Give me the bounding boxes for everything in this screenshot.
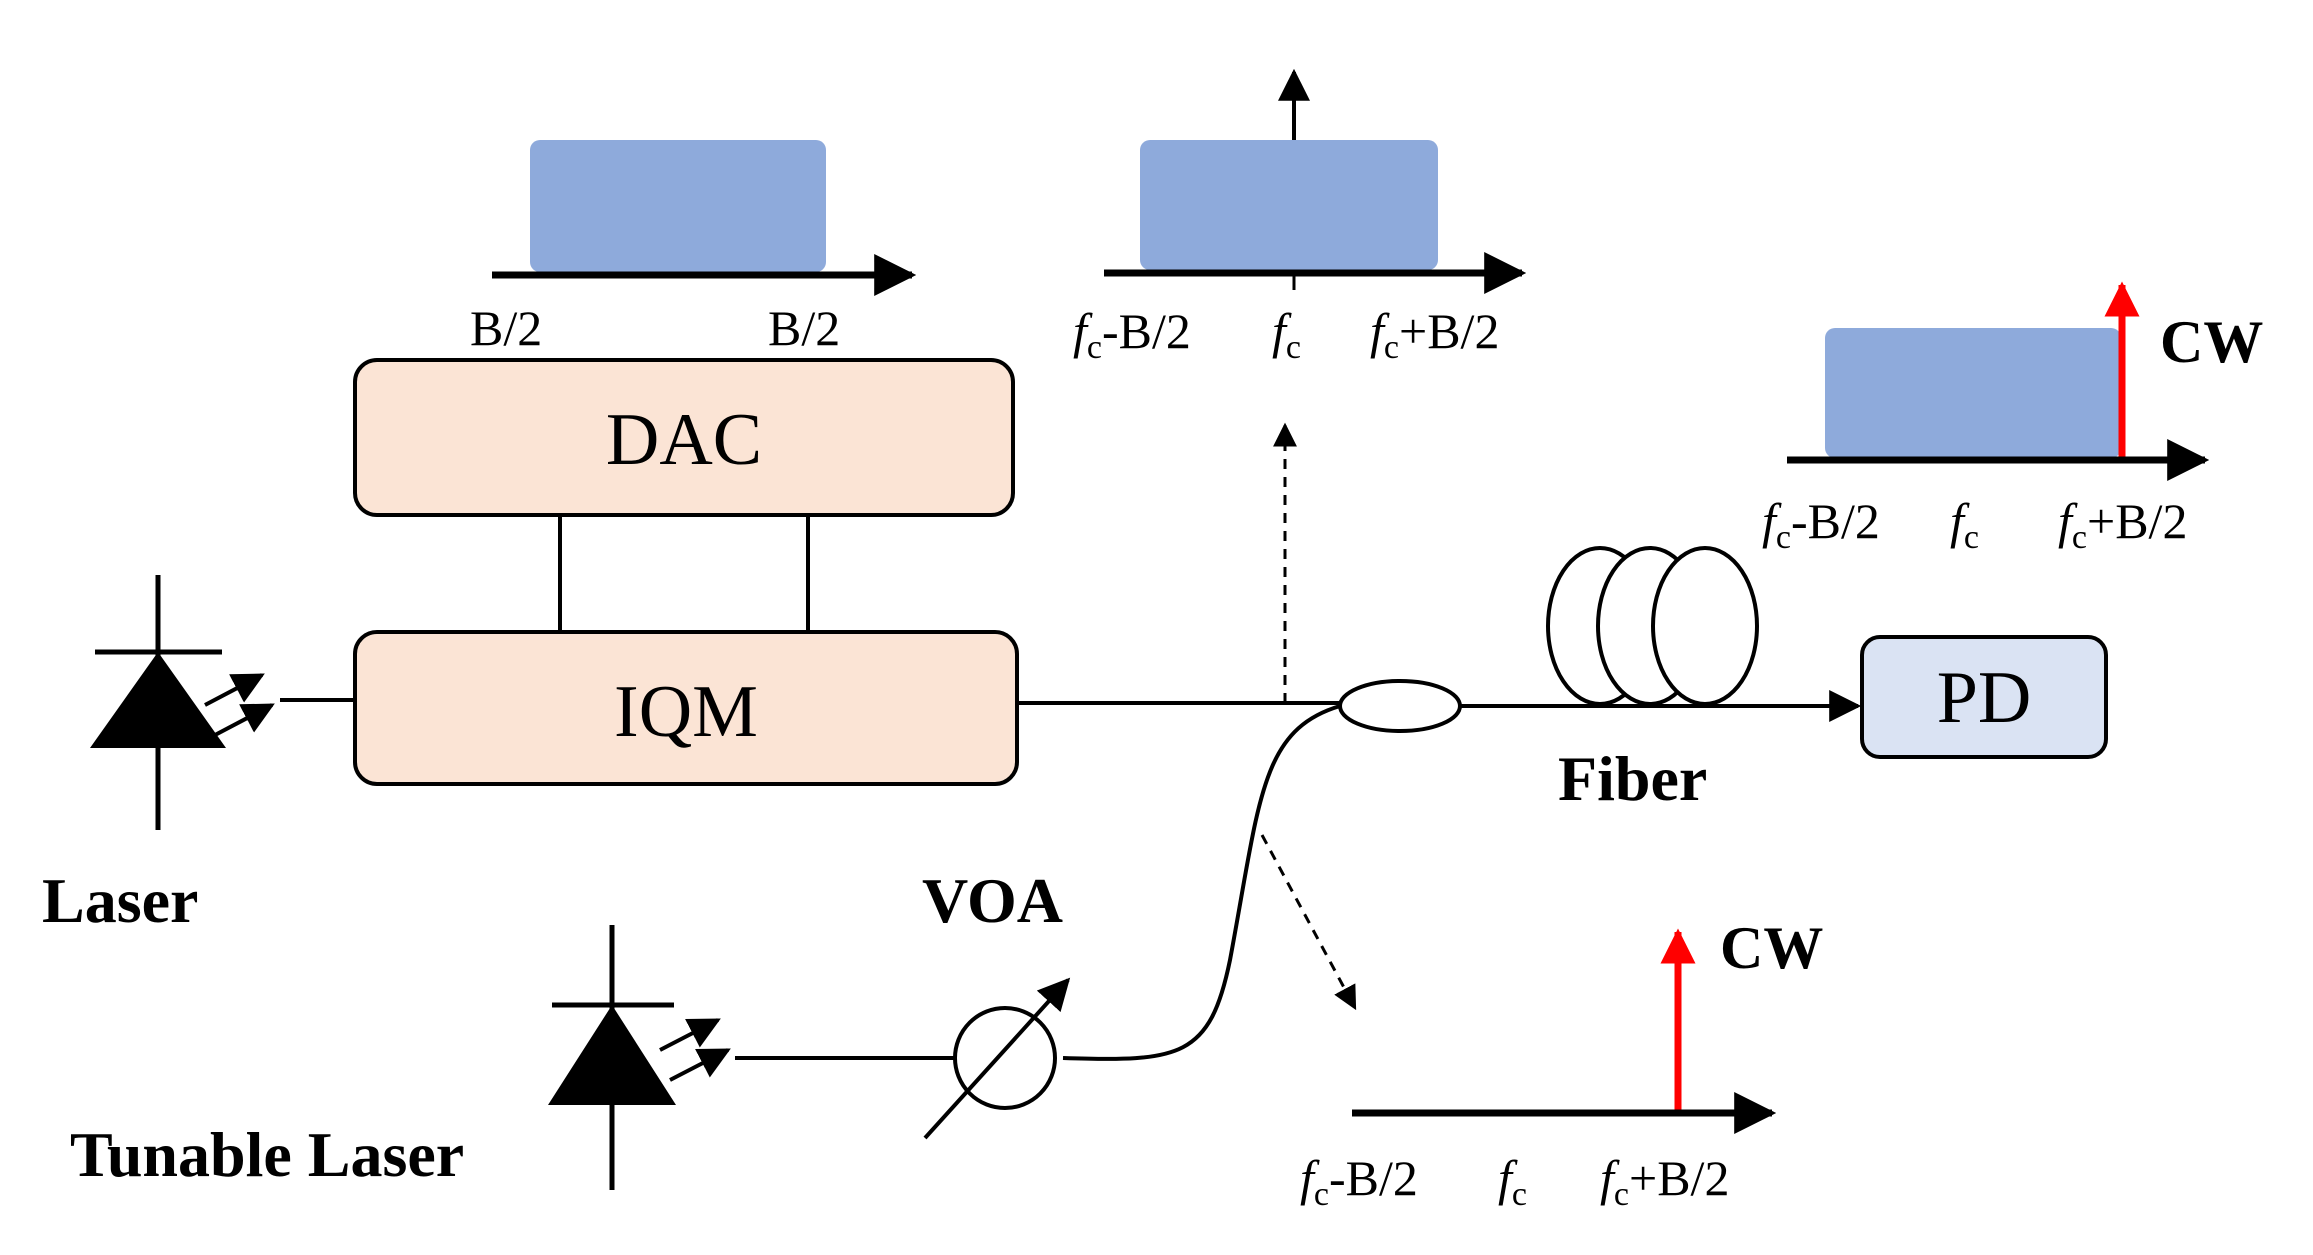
cw-tick-low: fc-B/2 [1300,1150,1418,1213]
received-spectrum: CW fc-B/2 fc fc+B/2 [1762,281,2263,556]
dac-label: DAC [606,399,762,481]
received-spectrum-block [1825,328,2121,458]
voa-label: VOA [922,865,1063,936]
modulated-tick-high: fc+B/2 [1370,303,1499,366]
laser-diode-icon [90,575,275,830]
cw-spectrum-label: CW [1720,915,1823,981]
cw-spectrum: CW fc-B/2 fc fc+B/2 [1300,915,1823,1213]
cw-tick-center: fc [1498,1150,1527,1213]
received-tick-high: fc+B/2 [2058,493,2187,556]
cw-tap-dashed-arrow [1260,834,1357,1011]
tunable-laser-diode-icon [548,925,731,1190]
dac-block [353,358,1015,517]
pd-label: PD [1937,657,2032,739]
cw-tick-high: fc+B/2 [1600,1150,1729,1213]
modulated-spectrum-block [1140,140,1438,270]
baseband-spectrum: B/2 B/2 [470,140,917,356]
iqm-label: IQM [614,671,758,753]
pd-block [1860,635,2108,759]
variable-attenuator-icon [923,977,1071,1140]
modulated-tick-low: fc-B/2 [1073,303,1191,366]
received-tick-center: fc [1950,493,1979,556]
baseband-spectrum-block [530,140,826,272]
received-tick-low: fc-B/2 [1762,493,1880,556]
coupler-icon [1338,679,1462,733]
fiber-coil-icon [1546,546,1759,706]
baseband-tick-left: B/2 [470,300,542,356]
tunable-laser-label: Tunable Laser [70,1119,464,1190]
received-cw-label: CW [2160,309,2263,375]
fiber-label: Fiber [1558,743,1707,814]
baseband-tick-right: B/2 [768,300,840,356]
tunable-branch-fiber [1062,704,1341,1061]
iqm-block [353,630,1019,786]
modulated-spectrum: fc-B/2 fc fc+B/2 [1073,68,1527,366]
modulated-tick-center: fc [1272,303,1301,366]
laser-label: Laser [42,865,198,936]
